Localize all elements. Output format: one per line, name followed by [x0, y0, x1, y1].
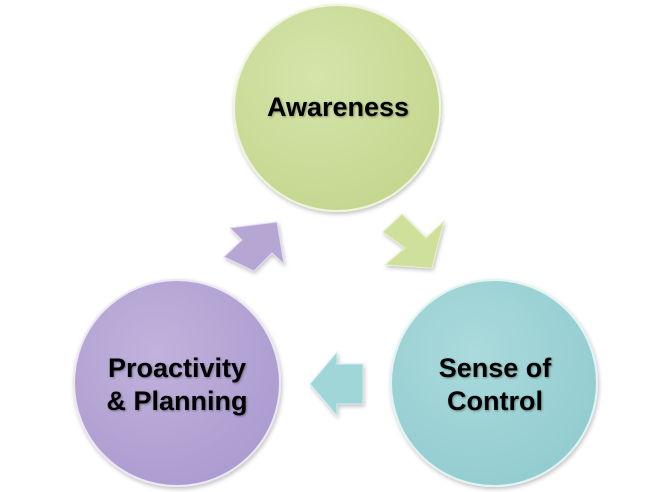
awareness-label: Awareness [266, 92, 410, 122]
sense-of-control-node [390, 279, 598, 487]
arrow-control-to-proactivity [309, 350, 364, 418]
proactivity-planning-node [73, 279, 281, 487]
proactivity-planning-label: Proactivity & Planning [106, 353, 248, 416]
awareness-node [233, 4, 441, 212]
arrow-proactivity-to-awareness [223, 221, 285, 272]
arrow-awareness-to-control [382, 213, 445, 269]
sense-of-control-label: Sense of Control [438, 353, 552, 416]
